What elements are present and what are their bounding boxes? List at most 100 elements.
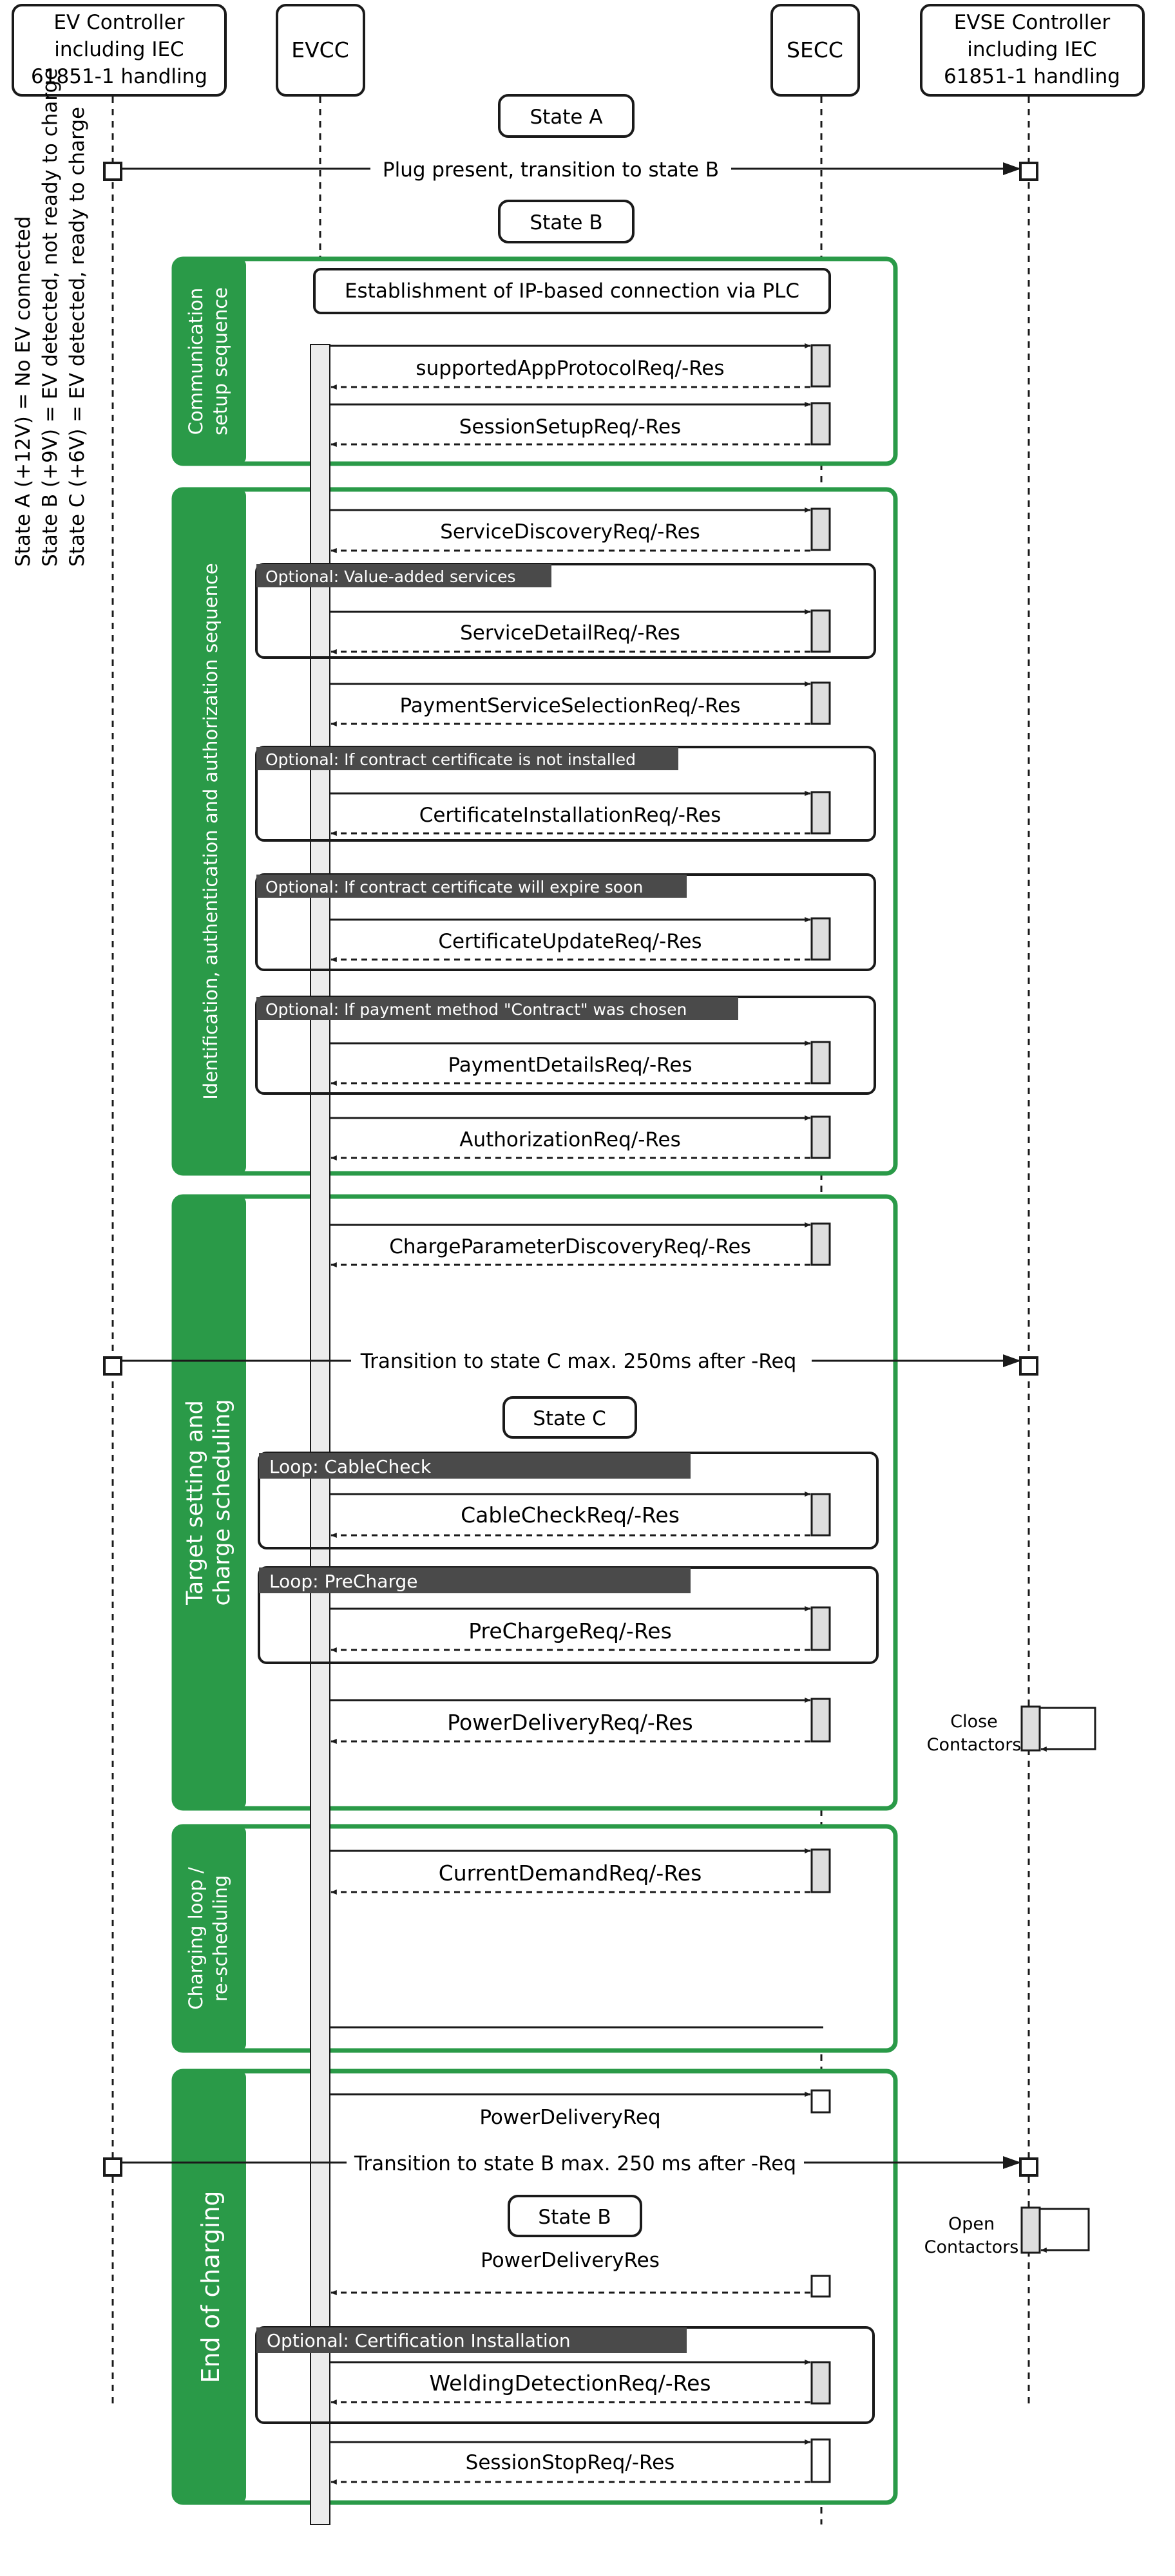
state-a-box: State A (498, 94, 635, 138)
message-power-delivery-res: PowerDeliveryRes (330, 2249, 831, 2298)
secc-label: SECC (787, 37, 843, 62)
state-c-box: State C (502, 1396, 637, 1439)
authorization-label: AuthorizationReq/-Res (459, 1128, 681, 1151)
transition-b-label: Transition to state B max. 250 ms after … (354, 2152, 796, 2175)
fragment-cert-expire-label: Optional: If contract certificate will e… (265, 878, 643, 896)
evcc-activation-bar (310, 344, 330, 2525)
message-power-delivery-req: PowerDeliveryReq (330, 2089, 831, 2129)
cable-check-label: CableCheckReq/-Res (461, 1502, 680, 1528)
payment-details-label: PaymentDetailsReq/-Res (448, 1054, 692, 1077)
legend-state-b: State B (+9V) = EV detected, not ready t… (39, 68, 62, 567)
message-transition-c: Transition to state C max. 250ms after -… (103, 1346, 1038, 1376)
fragment-loop-pre-charge-label: Loop: PreCharge (269, 1571, 417, 1592)
message-welding-detection: WeldingDetectionReq/-Res (330, 2360, 831, 2405)
phase-identification-label: Identification, authentication and autho… (200, 563, 222, 1100)
participant-evse-controller: EVSE Controller including IEC 61851-1 ha… (920, 4, 1145, 97)
evcc-label: EVCC (291, 37, 349, 62)
state-c-label: State C (533, 1407, 606, 1430)
fragment-loop-cable-check-label: Loop: CableCheck (269, 1456, 432, 1477)
fragment-value-added: Optional: Value-added services (255, 563, 876, 659)
phase-target-line-2: charge scheduling (209, 1399, 235, 1606)
ev-controller-line-3: 61851-1 handling (31, 65, 207, 88)
evse-controller-line-2: including IEC (967, 38, 1096, 61)
fragment-loop-cable-check: Loop: CableCheck (258, 1452, 879, 1549)
power-delivery-req-label: PowerDeliveryReq (479, 2106, 660, 2129)
state-b2-label: State B (538, 2206, 611, 2229)
message-service-detail: ServiceDetailReq/-Res (330, 609, 831, 654)
message-current-demand: CurrentDemandReq/-Res (330, 1848, 831, 1895)
message-cable-check: CableCheckReq/-Res (330, 1492, 831, 1538)
ev-controller-line-1: EV Controller (53, 11, 184, 34)
legend-state-c: State C (+6V) = EV detected, ready to ch… (66, 107, 89, 567)
close-contactors-line-2: Contactors (927, 1735, 1022, 1755)
ev-controller-line-2: including IEC (54, 38, 184, 61)
message-payment-details: PaymentDetailsReq/-Res (330, 1041, 831, 1086)
close-contactors-note: Close Contactors (927, 1705, 1096, 1755)
fragment-cert-expire: Optional: If contract certificate will e… (255, 873, 876, 971)
open-contactors-note: Open Contactors (924, 2206, 1090, 2257)
state-b2-box: State B (508, 2195, 642, 2237)
phase-communication-line-1: Communication (185, 288, 207, 435)
fragment-certification-install-label: Optional: Certification Installation (267, 2330, 571, 2351)
message-session-setup: SessionSetupReq/-Res (330, 402, 831, 447)
session-stop-label: SessionStopReq/-Res (466, 2451, 675, 2474)
service-detail-label: ServiceDetailReq/-Res (460, 621, 680, 645)
legend-state-a: State A (+12V) = No EV connected (12, 216, 35, 567)
session-setup-label: SessionSetupReq/-Res (459, 415, 681, 439)
close-contactors-line-1: Close (950, 1712, 998, 1732)
evse-controller-line-1: EVSE Controller (954, 11, 1111, 34)
pre-charge-label: PreChargeReq/-Res (468, 1618, 672, 1643)
state-legend: State A (+12V) = No EV connected State B… (12, 68, 89, 567)
message-authorization: AuthorizationReq/-Res (330, 1115, 831, 1160)
fragment-certification-install: Optional: Certification Installation (255, 2326, 875, 2424)
state-a-label: State A (530, 106, 602, 129)
participant-ev-controller: EV Controller including IEC 61851-1 hand… (12, 4, 227, 97)
supported-app-protocol-label: supportedAppProtocolReq/-Res (416, 357, 724, 380)
charge-parameter-discovery-label: ChargeParameterDiscoveryReq/-Res (389, 1235, 751, 1258)
fragment-value-added-label: Optional: Value-added services (265, 567, 516, 586)
open-contactors-line-1: Open (948, 2214, 995, 2234)
phase-end-label: End of charging (196, 2190, 225, 2383)
phase-charging-loop-line-2: re-scheduling (209, 1875, 231, 2002)
message-charge-parameter-discovery: ChargeParameterDiscoveryReq/-Res (330, 1222, 831, 1267)
current-demand-label: CurrentDemandReq/-Res (439, 1861, 702, 1886)
message-pre-charge: PreChargeReq/-Res (330, 1606, 831, 1653)
fragment-payment-contract-label: Optional: If payment method "Contract" w… (265, 1000, 687, 1019)
fragment-payment-contract: Optional: If payment method "Contract" w… (255, 996, 876, 1095)
payment-service-selection-label: PaymentServiceSelectionReq/-Res (399, 694, 740, 717)
power-delivery-label: PowerDeliveryReq/-Res (447, 1710, 693, 1735)
message-service-discovery: ServiceDiscoveryReq/-Res (330, 507, 831, 553)
ip-connection-label: Establishment of IP-based connection via… (345, 279, 799, 303)
transition-c-label: Transition to state C max. 250ms after -… (360, 1350, 797, 1373)
fragment-cert-not-installed-label: Optional: If contract certificate is not… (265, 750, 636, 769)
phase-charging-loop: Charging loop / re-scheduling (171, 1824, 898, 2053)
message-power-delivery: PowerDeliveryReq/-Res (330, 1698, 831, 1744)
power-delivery-res-label: PowerDeliveryRes (481, 2249, 660, 2272)
message-supported-app-protocol: supportedAppProtocolReq/-Res (330, 343, 831, 390)
message-certificate-installation: CertificateInstallationReq/-Res (330, 791, 831, 836)
phase-end-of-charging: End of charging (171, 2069, 898, 2505)
message-session-stop: SessionStopReq/-Res (330, 2438, 831, 2485)
phase-communication-line-2: setup sequence (209, 287, 231, 435)
state-b-label: State B (530, 211, 602, 234)
participant-evcc: EVCC (276, 4, 365, 97)
phase-charging-loop-line-1: Charging loop / (185, 1867, 207, 2009)
message-transition-b: Transition to state B max. 250 ms after … (103, 2148, 1038, 2177)
certificate-installation-label: CertificateInstallationReq/-Res (419, 804, 721, 827)
phase-target-line-1: Target setting and (182, 1400, 208, 1605)
fragment-cert-not-installed: Optional: If contract certificate is not… (255, 746, 876, 842)
message-certificate-update: CertificateUpdateReq/-Res (330, 917, 831, 962)
message-payment-service-selection: PaymentServiceSelectionReq/-Res (330, 681, 831, 726)
plug-present-label: Plug present, transition to state B (383, 158, 719, 182)
certificate-update-label: CertificateUpdateReq/-Res (438, 930, 702, 953)
ip-connection-box: Establishment of IP-based connection via… (313, 268, 831, 314)
state-b-box: State B (498, 200, 635, 243)
fragment-loop-pre-charge: Loop: PreCharge (258, 1566, 879, 1664)
participant-secc: SECC (770, 4, 860, 97)
open-contactors-line-2: Contactors (924, 2237, 1019, 2257)
welding-detection-label: WeldingDetectionReq/-Res (429, 2371, 711, 2396)
message-plug-present: Plug present, transition to state B (103, 155, 1038, 183)
evse-controller-line-3: 61851-1 handling (944, 65, 1120, 88)
service-discovery-label: ServiceDiscoveryReq/-Res (440, 520, 700, 544)
